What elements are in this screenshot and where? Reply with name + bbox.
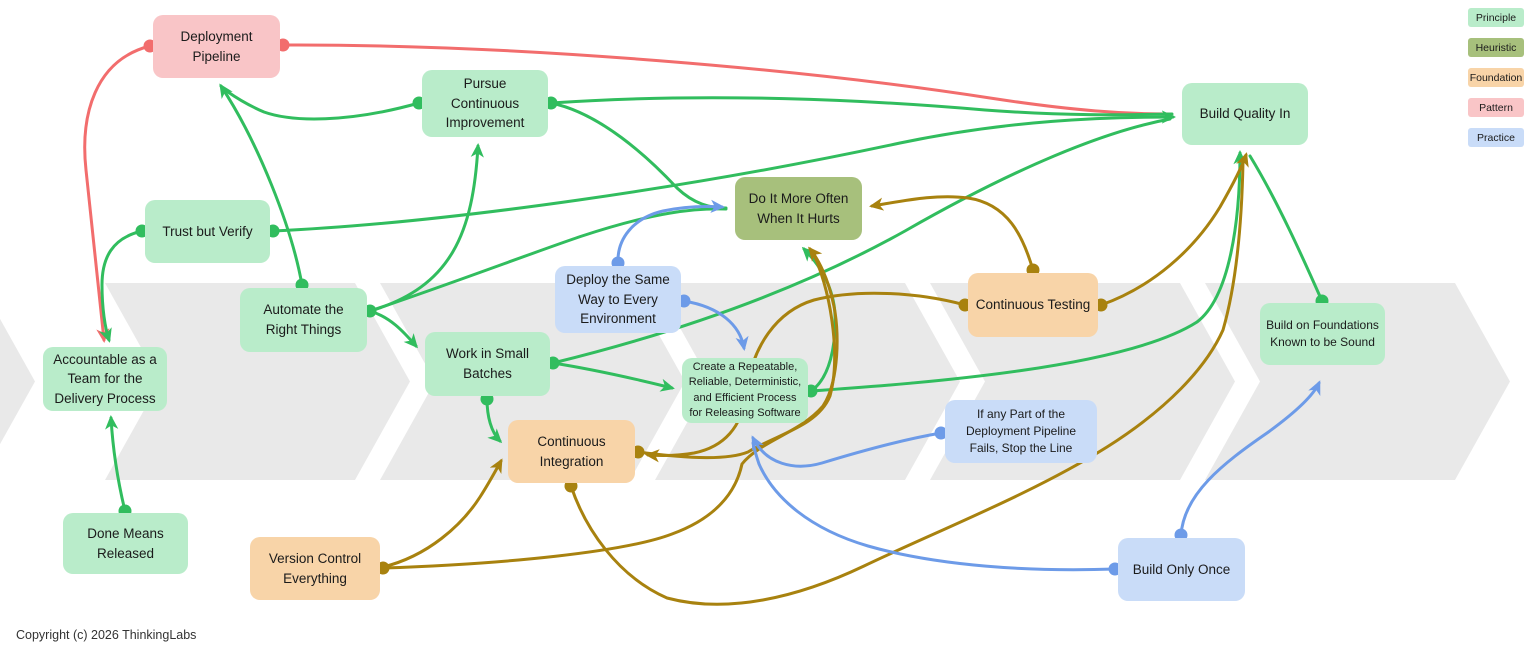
edge-deploy-the-same-way-to-create-a-repeatable-process: [682, 299, 749, 351]
edge-version-control-everything-to-continuous-integration: [381, 458, 503, 569]
node-continuous-testing[interactable]: Continuous Testing: [968, 273, 1098, 337]
legend-item-practice: Practice: [1468, 128, 1524, 147]
edge-trust-but-verify-to-accountable-as-a-team: [99, 229, 144, 343]
edge-work-in-small-batches-to-create-a-repeatable-process: [551, 361, 675, 392]
node-deployment-pipeline[interactable]: Deployment Pipeline: [153, 15, 280, 78]
node-deploy-the-same-way[interactable]: Deploy the Same Way to Every Environment: [555, 266, 681, 333]
legend-item-foundation: Foundation: [1468, 68, 1524, 87]
edge-trust-but-verify-to-build-quality-in: [271, 110, 1176, 233]
edge-version-control-everything-to-do-it-more-often: [381, 246, 839, 570]
node-pursue-continuous-improvement[interactable]: Pursue Continuous Improvement: [422, 70, 548, 137]
edge-build-only-once-to-build-on-foundations: [1179, 380, 1321, 537]
edge-deployment-pipeline-to-accountable-as-a-team: [83, 44, 152, 343]
legend-item-principle: Principle: [1468, 8, 1524, 27]
edge-build-on-foundations-to-build-quality-in: [1248, 154, 1324, 303]
edge-continuous-integration-to-do-it-more-often: [636, 255, 837, 460]
node-create-a-repeatable-process[interactable]: Create a Repeatable, Reliable, Determini…: [682, 358, 808, 423]
edge-build-only-once-to-create-a-repeatable-process: [751, 441, 1117, 572]
edge-automate-the-right-things-to-do-it-more-often: [368, 207, 728, 313]
edge-if-any-part-fails-stop-the-line-to-create-a-repeatable-process: [751, 431, 943, 468]
chevron-arrow-1: [0, 318, 35, 445]
edge-create-a-repeatable-process-to-build-quality-in: [809, 150, 1247, 393]
legend-item-pattern: Pattern: [1468, 98, 1524, 117]
copyright-text: Copyright (c) 2026 ThinkingLabs: [16, 628, 197, 642]
node-automate-the-right-things[interactable]: Automate the Right Things: [240, 288, 367, 352]
edge-done-means-released-to-accountable-as-a-team: [105, 415, 127, 513]
node-work-in-small-batches[interactable]: Work in Small Batches: [425, 332, 550, 396]
node-version-control-everything[interactable]: Version Control Everything: [250, 537, 380, 600]
edge-work-in-small-batches-to-build-quality-in: [551, 117, 1172, 365]
node-done-means-released[interactable]: Done Means Released: [63, 513, 188, 574]
edge-paths: [83, 43, 1324, 606]
edge-automate-the-right-things-to-deployment-pipeline: [219, 83, 304, 287]
node-build-on-foundations[interactable]: Build on Foundations Known to be Sound: [1260, 303, 1385, 365]
node-trust-but-verify[interactable]: Trust but Verify: [145, 200, 270, 263]
node-build-quality-in[interactable]: Build Quality In: [1182, 83, 1308, 145]
node-build-only-once[interactable]: Build Only Once: [1118, 538, 1245, 601]
node-if-any-part-fails-stop-the-line[interactable]: If any Part of the Deployment Pipeline F…: [945, 400, 1097, 463]
edge-pursue-continuous-improvement-to-deployment-pipeline: [226, 90, 421, 121]
edge-deployment-pipeline-to-build-quality-in: [281, 43, 1172, 116]
edge-pursue-continuous-improvement-to-build-quality-in: [549, 96, 1174, 117]
edge-continuous-testing-to-do-it-more-often: [869, 195, 1035, 272]
edge-source-dot: [934, 426, 948, 440]
edge-continuous-integration-to-build-quality-in: [569, 160, 1245, 606]
legend-item-heuristic: Heuristic: [1468, 38, 1524, 57]
edge-continuous-testing-to-build-quality-in: [1099, 152, 1249, 307]
node-do-it-more-often[interactable]: Do It More Often When It Hurts: [735, 177, 862, 240]
edge-deploy-the-same-way-to-do-it-more-often: [616, 199, 725, 265]
node-accountable-as-a-team[interactable]: Accountable as a Team for the Delivery P…: [43, 347, 167, 411]
node-continuous-integration[interactable]: Continuous Integration: [508, 420, 635, 483]
